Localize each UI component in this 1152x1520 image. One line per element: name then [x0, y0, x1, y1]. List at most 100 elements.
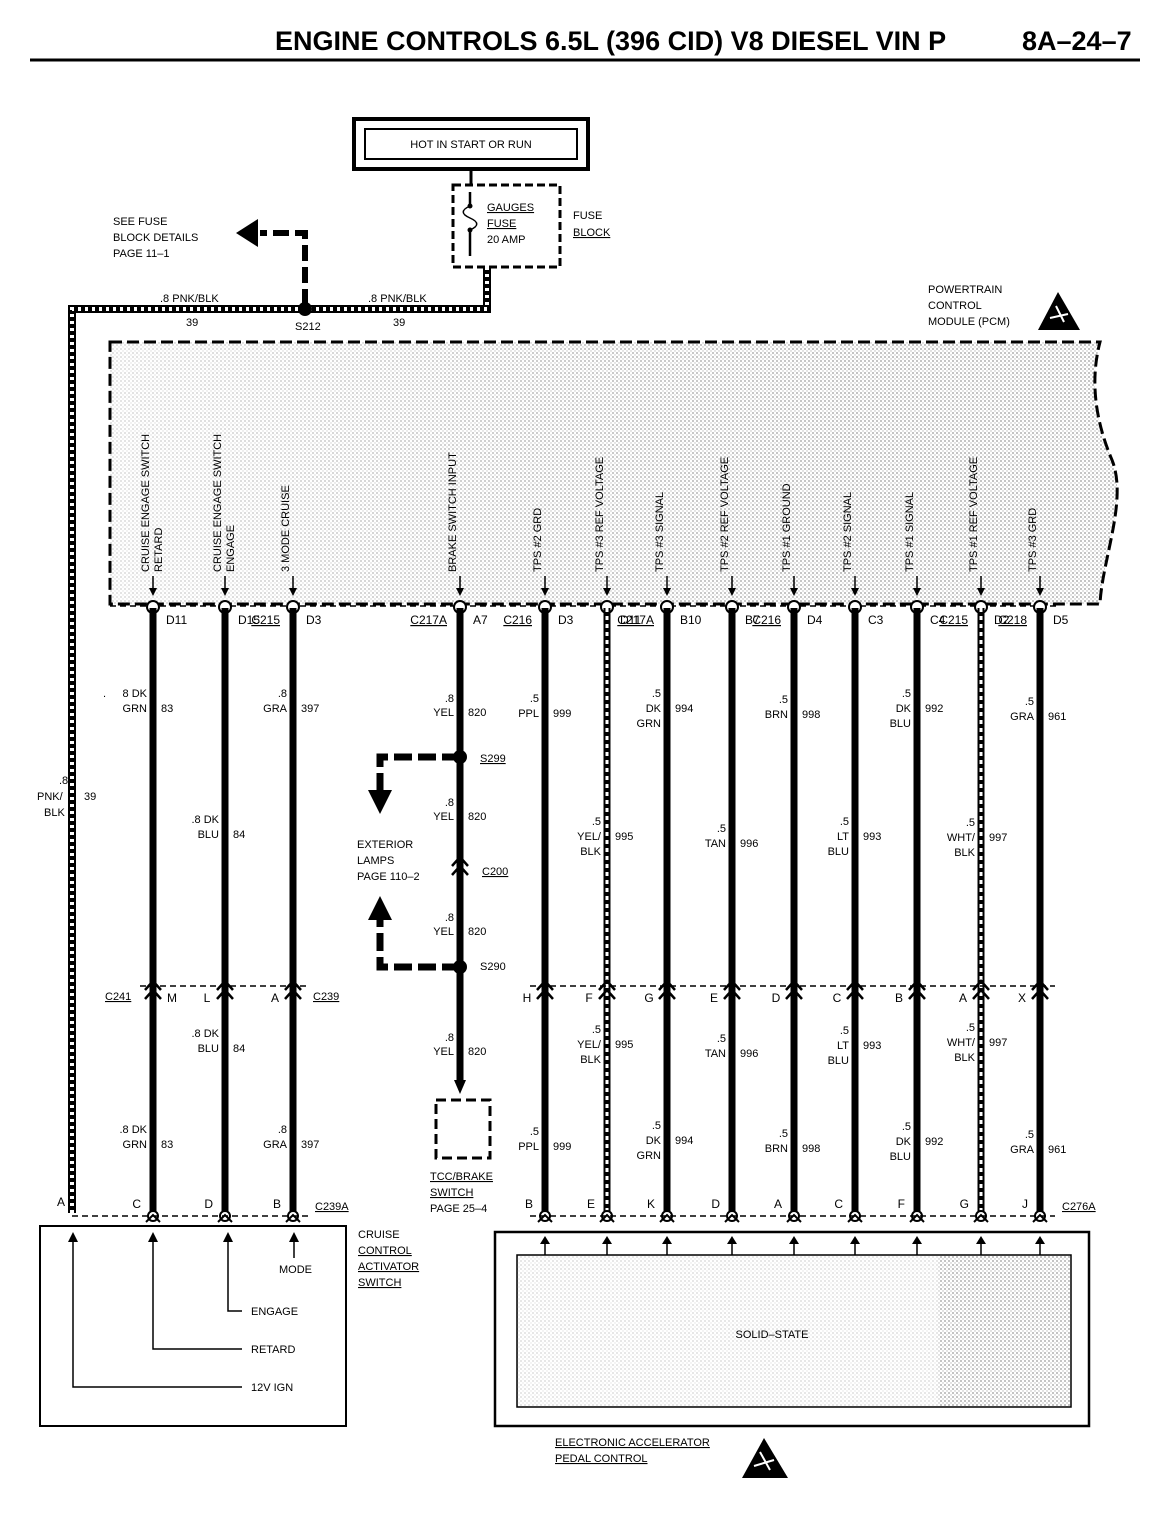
wire-84 — [216, 600, 234, 1223]
up-arrow-icon — [540, 1236, 550, 1244]
pin-label: D11 — [620, 613, 641, 627]
pin-arrow-icon — [728, 588, 736, 596]
pcm-pin-name: TPS #3 SIGNAL — [654, 492, 666, 572]
inline-connector-icon — [972, 979, 990, 991]
wire-color-label: GRA — [263, 1139, 288, 1151]
pedal-input-arrow — [1035, 1236, 1045, 1255]
wire-circuit-label: 999 — [553, 1141, 571, 1153]
wire-color-label: YEL/ — [577, 1039, 602, 1051]
inline-connector-icon — [144, 979, 162, 991]
wire-color-label: BLK — [580, 846, 601, 858]
wire-circuit-label: 397 — [301, 703, 319, 715]
pcm-pin-name: TPS #1 SIGNAL — [904, 492, 916, 572]
mid-pin: B — [895, 991, 903, 1005]
connector-pin-letter: F — [585, 991, 592, 1005]
svg-text:39: 39 — [186, 317, 198, 329]
splice-s299 — [453, 750, 467, 764]
wire-circuit-label: 820 — [468, 1046, 486, 1058]
svg-text:LAMPS: LAMPS — [357, 855, 394, 867]
bottom-terminal-icon — [145, 1213, 161, 1223]
pcm-pin-name: CRUISE ENGAGE SWITCH — [212, 434, 224, 572]
wire-color-label: .5 — [966, 1022, 975, 1034]
bottom-terminal-icon — [973, 1213, 989, 1223]
pedal-input-arrow — [976, 1236, 986, 1255]
left-arrow-icon — [236, 219, 258, 247]
wire-color-label: .5 — [717, 1033, 726, 1045]
wire-color-label: BLK — [580, 1054, 601, 1066]
connector-pin-letter: G — [960, 1197, 969, 1211]
up-arrow-icon — [662, 1236, 672, 1244]
pcm-pin-12: TPS #1 REF VOLTAGE — [968, 457, 985, 596]
bottom-pin: E — [587, 1197, 595, 1211]
svg-text:S290: S290 — [480, 961, 506, 973]
fuse-block-label: FUSE — [573, 210, 602, 222]
wire-color-label: .5 — [902, 688, 911, 700]
pcm-connector-pin: D15 — [238, 613, 260, 627]
inline-connector-icon — [723, 988, 741, 1000]
pin-arrow-icon — [1036, 588, 1044, 596]
up-arrow-icon — [976, 1236, 986, 1244]
wire-color-label: .5 — [652, 688, 661, 700]
bottom-pin: J — [1022, 1197, 1028, 1211]
wire-circuit-label: 84 — [233, 829, 245, 841]
inline-connector-icon — [216, 988, 234, 1000]
inline-connector-icon — [1031, 988, 1049, 1000]
mode-label: MODE — [279, 1264, 312, 1276]
pcm-pin-4: BRAKE SWITCH INPUT — [447, 452, 464, 596]
mid-pin: X — [1018, 991, 1026, 1005]
wire-color-label: GRA — [263, 703, 288, 715]
svg-text:39: 39 — [393, 317, 405, 329]
svg-text:S299: S299 — [480, 753, 506, 765]
see-fuse-label: SEE FUSE — [113, 216, 167, 228]
inline-connector-icon — [536, 988, 554, 1000]
svg-text:BLOCK: BLOCK — [573, 227, 611, 239]
pcm-pin-7: TPS #3 SIGNAL — [654, 492, 671, 596]
inline-connector-icon — [598, 979, 616, 991]
mid-pin: H — [523, 991, 532, 1005]
inline-connector-icon — [723, 979, 741, 991]
exterior-lamps-label: EXTERIOR — [357, 839, 413, 851]
pin-label: D11 — [166, 613, 187, 627]
pcm-pin-10: TPS #2 SIGNAL — [842, 492, 859, 596]
inline-connector-icon — [451, 855, 469, 867]
wire-color-label: LT — [837, 831, 849, 843]
bottom-terminal-icon — [537, 1213, 553, 1223]
pin-arrow-icon — [289, 588, 297, 596]
wire-circuit-label: 84 — [233, 1043, 245, 1055]
pin-label: D5 — [1053, 613, 1069, 627]
wire-size-label: . — [103, 688, 106, 700]
mid-pin: C — [833, 991, 842, 1005]
wire-circuit-label: 820 — [468, 811, 486, 823]
wire-circuit-label: 994 — [675, 1135, 693, 1147]
cruise-switch-name: CRUISE — [358, 1229, 400, 1241]
pedal-input-arrows — [540, 1236, 1045, 1255]
svg-text:PAGE 25–4: PAGE 25–4 — [430, 1203, 487, 1215]
wire-circuit-label: 397 — [301, 1139, 319, 1151]
wire-color-label: .5 — [840, 1025, 849, 1037]
pcm-pin-name: TPS #2 SIGNAL — [842, 492, 854, 572]
bottom-terminal-icon — [285, 1213, 301, 1223]
wire-color-label: .5 — [779, 694, 788, 706]
connector-pin-letter: K — [647, 1197, 655, 1211]
pcm-pin-name: CRUISE ENGAGE SWITCH — [140, 434, 152, 572]
inline-connector-icon — [536, 979, 554, 991]
wire-color-label: WHT/ — [947, 1037, 976, 1049]
wire-color-label: WHT/ — [947, 832, 976, 844]
pcm-pin-name: BRAKE SWITCH INPUT — [447, 452, 459, 572]
svg-text:SWITCH: SWITCH — [358, 1277, 401, 1289]
page-number: 8A–24–7 — [1022, 26, 1132, 56]
wire-color-label: .5 — [779, 1128, 788, 1140]
pcm-pin-13: TPS #3 GRD — [1027, 508, 1044, 596]
